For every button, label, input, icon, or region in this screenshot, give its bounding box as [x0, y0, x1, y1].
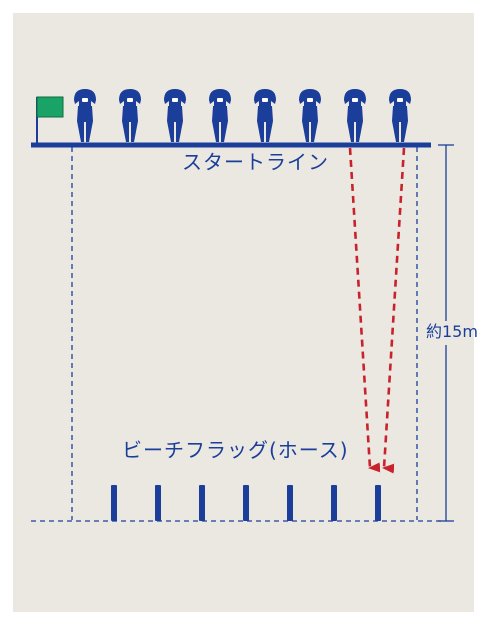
start-line-label: スタートライン	[182, 150, 329, 174]
flag-post	[199, 485, 205, 521]
flag-post	[243, 485, 249, 521]
run-arrow-2	[382, 147, 406, 474]
runner-icon	[164, 89, 186, 142]
distance-label: 約15m	[426, 322, 478, 341]
beach-flag-label: ビーチフラッグ(ホース)	[122, 438, 349, 462]
distance-dimension	[438, 144, 454, 522]
run-arrow-1	[348, 147, 381, 473]
flag-post	[111, 485, 117, 521]
flag-post	[155, 485, 161, 521]
flag-post	[287, 485, 293, 521]
runner-icon	[74, 89, 96, 142]
runner-icon	[254, 89, 276, 142]
flag-post	[375, 485, 381, 521]
runner-icon	[119, 89, 141, 142]
runner-icon	[344, 89, 366, 142]
runner-icon	[209, 89, 231, 142]
runner-icon	[389, 89, 411, 142]
flag-posts-group	[111, 485, 381, 521]
runners-group	[74, 89, 411, 142]
start-flag-icon	[36, 96, 64, 143]
runner-icon	[299, 89, 321, 142]
flag-post	[331, 485, 337, 521]
